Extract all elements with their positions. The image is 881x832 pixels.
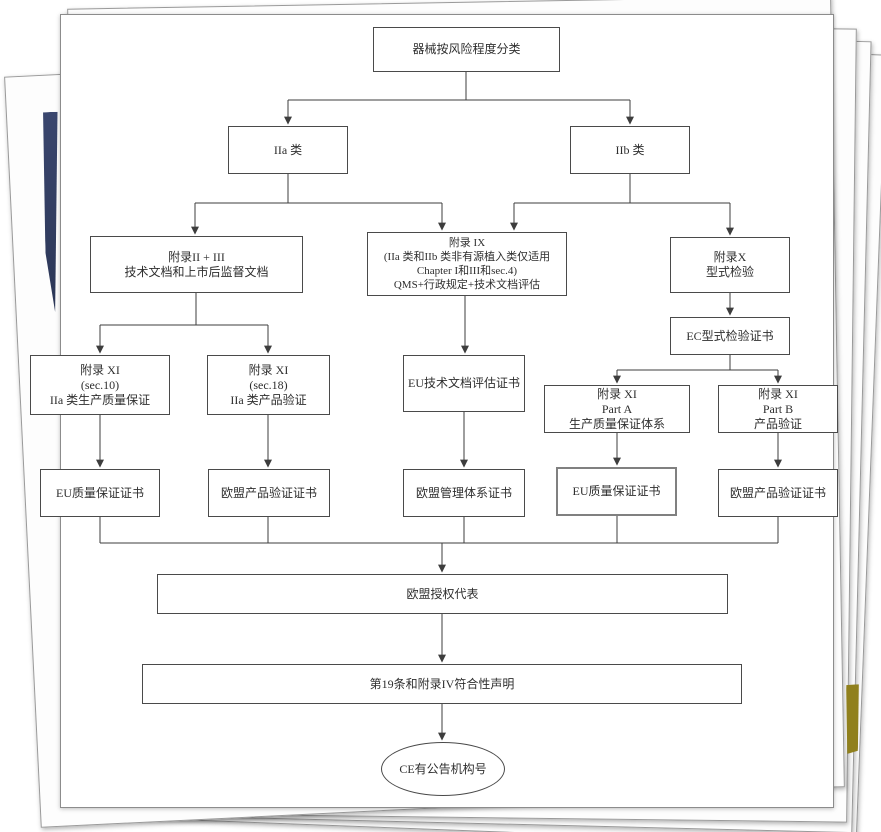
node-eu-product-cert-right-label: 欧盟产品验证证书 [729, 485, 826, 500]
node-annex-2-3-label: 附录II + III 技术文档和上市后监督文档 [124, 249, 269, 279]
node-eu-qa-cert-left: EU质量保证证书 [40, 469, 160, 517]
node-annex-11-sec10-label: 附录 XI (sec.10) IIa 类生产质量保证 [49, 362, 151, 407]
node-annex-11-part-b: 附录 XI Part B 产品验证 [718, 385, 838, 433]
node-declaration-label: 第19条和附录IV符合性声明 [369, 676, 515, 691]
node-annex-9-label: 附录 IX (IIa 类和IIb 类非有源植入类仅适用 Chapter I和II… [383, 237, 551, 291]
connector-arrows [96, 100, 782, 741]
node-risk-classification-label: 器械按风险程度分类 [412, 42, 521, 56]
node-eu-product-cert-left-label: 欧盟产品验证证书 [220, 485, 317, 500]
node-eu-system-cert-label: 欧盟管理体系证书 [415, 485, 512, 500]
node-ce-mark: CE有公告机构号 [381, 742, 505, 796]
node-eu-qa-cert-right-label: EU质量保证证书 [572, 484, 661, 498]
node-ec-type-cert: EC型式检验证书 [670, 317, 790, 355]
node-eu-system-cert: 欧盟管理体系证书 [403, 469, 525, 517]
node-class-iia: IIa 类 [228, 126, 348, 174]
node-ce-mark-label: CE有公告机构号 [399, 761, 487, 776]
node-risk-classification: 器械按风险程度分类 [373, 27, 560, 72]
node-annex-11-sec10: 附录 XI (sec.10) IIa 类生产质量保证 [30, 355, 170, 415]
connector-segments [99, 72, 779, 544]
node-class-iib-label: IIb 类 [615, 142, 645, 157]
node-eu-product-cert-left: 欧盟产品验证证书 [208, 469, 330, 517]
node-annex-10-label: 附录X 型式检验 [705, 250, 754, 279]
node-class-iia-label: IIa 类 [273, 142, 303, 157]
node-annex-2-3: 附录II + III 技术文档和上市后监督文档 [90, 236, 303, 293]
node-annex-9: 附录 IX (IIa 类和IIb 类非有源植入类仅适用 Chapter I和II… [367, 232, 567, 296]
node-annex-11-part-b-label: 附录 XI Part B 产品验证 [753, 386, 802, 431]
node-annex-11-sec18-label: 附录 XI (sec.18) IIa 类产品验证 [230, 362, 307, 407]
node-class-iib: IIb 类 [570, 126, 690, 174]
node-eu-qa-cert-right: EU质量保证证书 [556, 467, 677, 516]
node-eu-techdoc-cert: EU技术文档评估证书 [403, 355, 525, 412]
node-annex-11-sec18: 附录 XI (sec.18) IIa 类产品验证 [207, 355, 330, 415]
node-eu-techdoc-cert-label: EU技术文档评估证书 [408, 376, 520, 390]
node-annex-10: 附录X 型式检验 [670, 237, 790, 293]
node-eu-product-cert-right: 欧盟产品验证证书 [718, 469, 838, 517]
node-eu-authorized-rep-label: 欧盟授权代表 [406, 586, 479, 601]
node-eu-authorized-rep: 欧盟授权代表 [157, 574, 728, 614]
node-annex-11-part-a: 附录 XI Part A 生产质量保证体系 [544, 385, 690, 433]
node-ec-type-cert-label: EC型式检验证书 [686, 328, 774, 343]
node-declaration: 第19条和附录IV符合性声明 [142, 664, 742, 704]
node-annex-11-part-a-label: 附录 XI Part A 生产质量保证体系 [568, 386, 665, 431]
node-eu-qa-cert-left-label: EU质量保证证书 [56, 485, 144, 500]
